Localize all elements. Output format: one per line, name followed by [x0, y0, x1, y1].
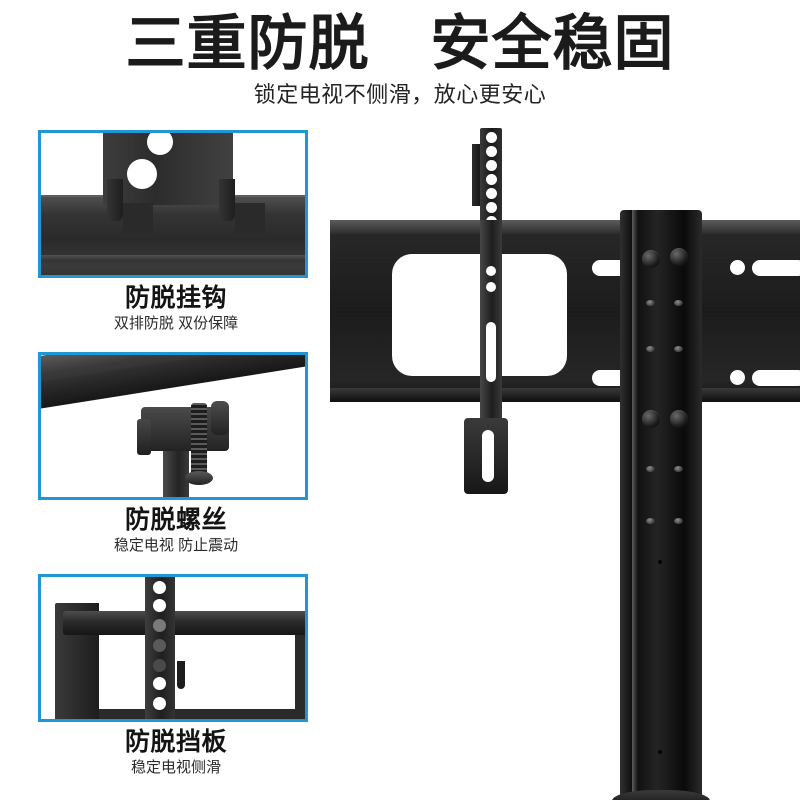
feature-caption: 防脱挡板 稳定电视侧滑 [38, 722, 314, 778]
hook-slot-icon [482, 430, 494, 482]
column-screw-icon [642, 250, 660, 268]
plate-tab-graphic [177, 661, 185, 689]
strip-hole-icon [486, 174, 497, 185]
column-pin-icon [646, 518, 655, 524]
bracket-cutout-graphic [392, 254, 567, 376]
column-pin-icon [646, 466, 655, 472]
column-screw-icon [670, 248, 688, 266]
strip-hole-icon [486, 202, 497, 213]
column-collar-graphic [612, 790, 710, 800]
column-vent-icon [658, 750, 662, 754]
feature-caption: 防脱挂钩 双排防脱 双份保障 [38, 278, 314, 334]
strip-hole-icon [486, 146, 497, 157]
hook-hole-icon [127, 159, 157, 189]
bracket-slot-icon [752, 260, 800, 276]
screw-thread-graphic [191, 403, 207, 477]
feature-photo-hook [38, 130, 308, 278]
feature-title: 防脱挂钩 [124, 284, 227, 312]
screw-tab-graphic [137, 419, 151, 455]
feature-title: 防脱螺丝 [124, 506, 227, 534]
plate-hole-icon [153, 677, 166, 690]
bracket-slot-icon [752, 370, 800, 386]
hook-gap-graphic [235, 203, 265, 233]
bracket-top-lip-graphic [330, 220, 800, 234]
column-pin-icon [674, 346, 683, 352]
hook-hole-icon [147, 133, 173, 155]
feature-caption: 防脱螺丝 稳定电视 防止震动 [38, 500, 314, 556]
screw-head-graphic [185, 471, 213, 485]
top-strip-wing-graphic [472, 144, 481, 206]
feature-subtitle: 双排防脱 双份保障 [113, 315, 239, 332]
column-vent-icon [658, 560, 662, 564]
strip-hole-icon [486, 282, 496, 292]
hook-rail-graphic [41, 195, 305, 275]
hook-tooth-graphic [219, 179, 235, 221]
feature-panel-screw: 防脱螺丝 稳定电视 防止震动 [38, 352, 314, 570]
column-screw-icon [670, 410, 688, 428]
feature-photo-plate [38, 574, 308, 722]
plate-hole-icon [153, 619, 166, 632]
column-pin-icon [674, 300, 683, 306]
hook-tooth-graphic [107, 179, 123, 221]
feature-photo-screw [38, 352, 308, 500]
column-highlight-graphic [632, 210, 638, 800]
strip-hole-icon [486, 132, 497, 143]
strip-hole-icon [486, 266, 496, 276]
screw-ear-graphic [211, 401, 229, 435]
header-banner: 三重防脱 安全稳固 锁定电视不侧滑，放心更安心 [0, 0, 800, 122]
column-screw-icon [642, 410, 660, 428]
page-title: 三重防脱 安全稳固 [125, 10, 675, 77]
column-pin-icon [674, 518, 683, 524]
plate-hole-icon [153, 581, 166, 594]
feature-panel-hook: 防脱挂钩 双排防脱 双份保障 [38, 130, 314, 348]
strip-slot-icon [486, 322, 496, 382]
feature-panel-plate: 防脱挡板 稳定电视侧滑 [38, 574, 314, 792]
strip-hole-icon [486, 160, 497, 171]
feature-subtitle: 稳定电视侧滑 [130, 759, 221, 776]
plate-crossbar-graphic [63, 611, 305, 635]
plate-hole-icon [153, 639, 166, 652]
plate-hole-icon [153, 659, 166, 672]
bracket-hole-icon [730, 370, 745, 385]
bracket-hole-icon [730, 260, 745, 275]
bracket-bottom-lip-graphic [330, 388, 800, 402]
page-subtitle: 锁定电视不侧滑，放心更安心 [253, 82, 547, 107]
product-photo [330, 122, 800, 800]
feature-list: 防脱挂钩 双排防脱 双份保障 防脱螺丝 稳定电视 防止震动 [38, 130, 314, 796]
column-pin-icon [646, 346, 655, 352]
hook-gap-graphic [123, 203, 153, 233]
plate-hole-icon [153, 697, 166, 710]
column-pin-icon [646, 300, 655, 306]
strip-hole-icon [486, 188, 497, 199]
plate-hole-icon [153, 599, 166, 612]
feature-subtitle: 稳定电视 防止震动 [113, 537, 239, 554]
column-pin-icon [674, 466, 683, 472]
feature-title: 防脱挡板 [124, 728, 227, 756]
